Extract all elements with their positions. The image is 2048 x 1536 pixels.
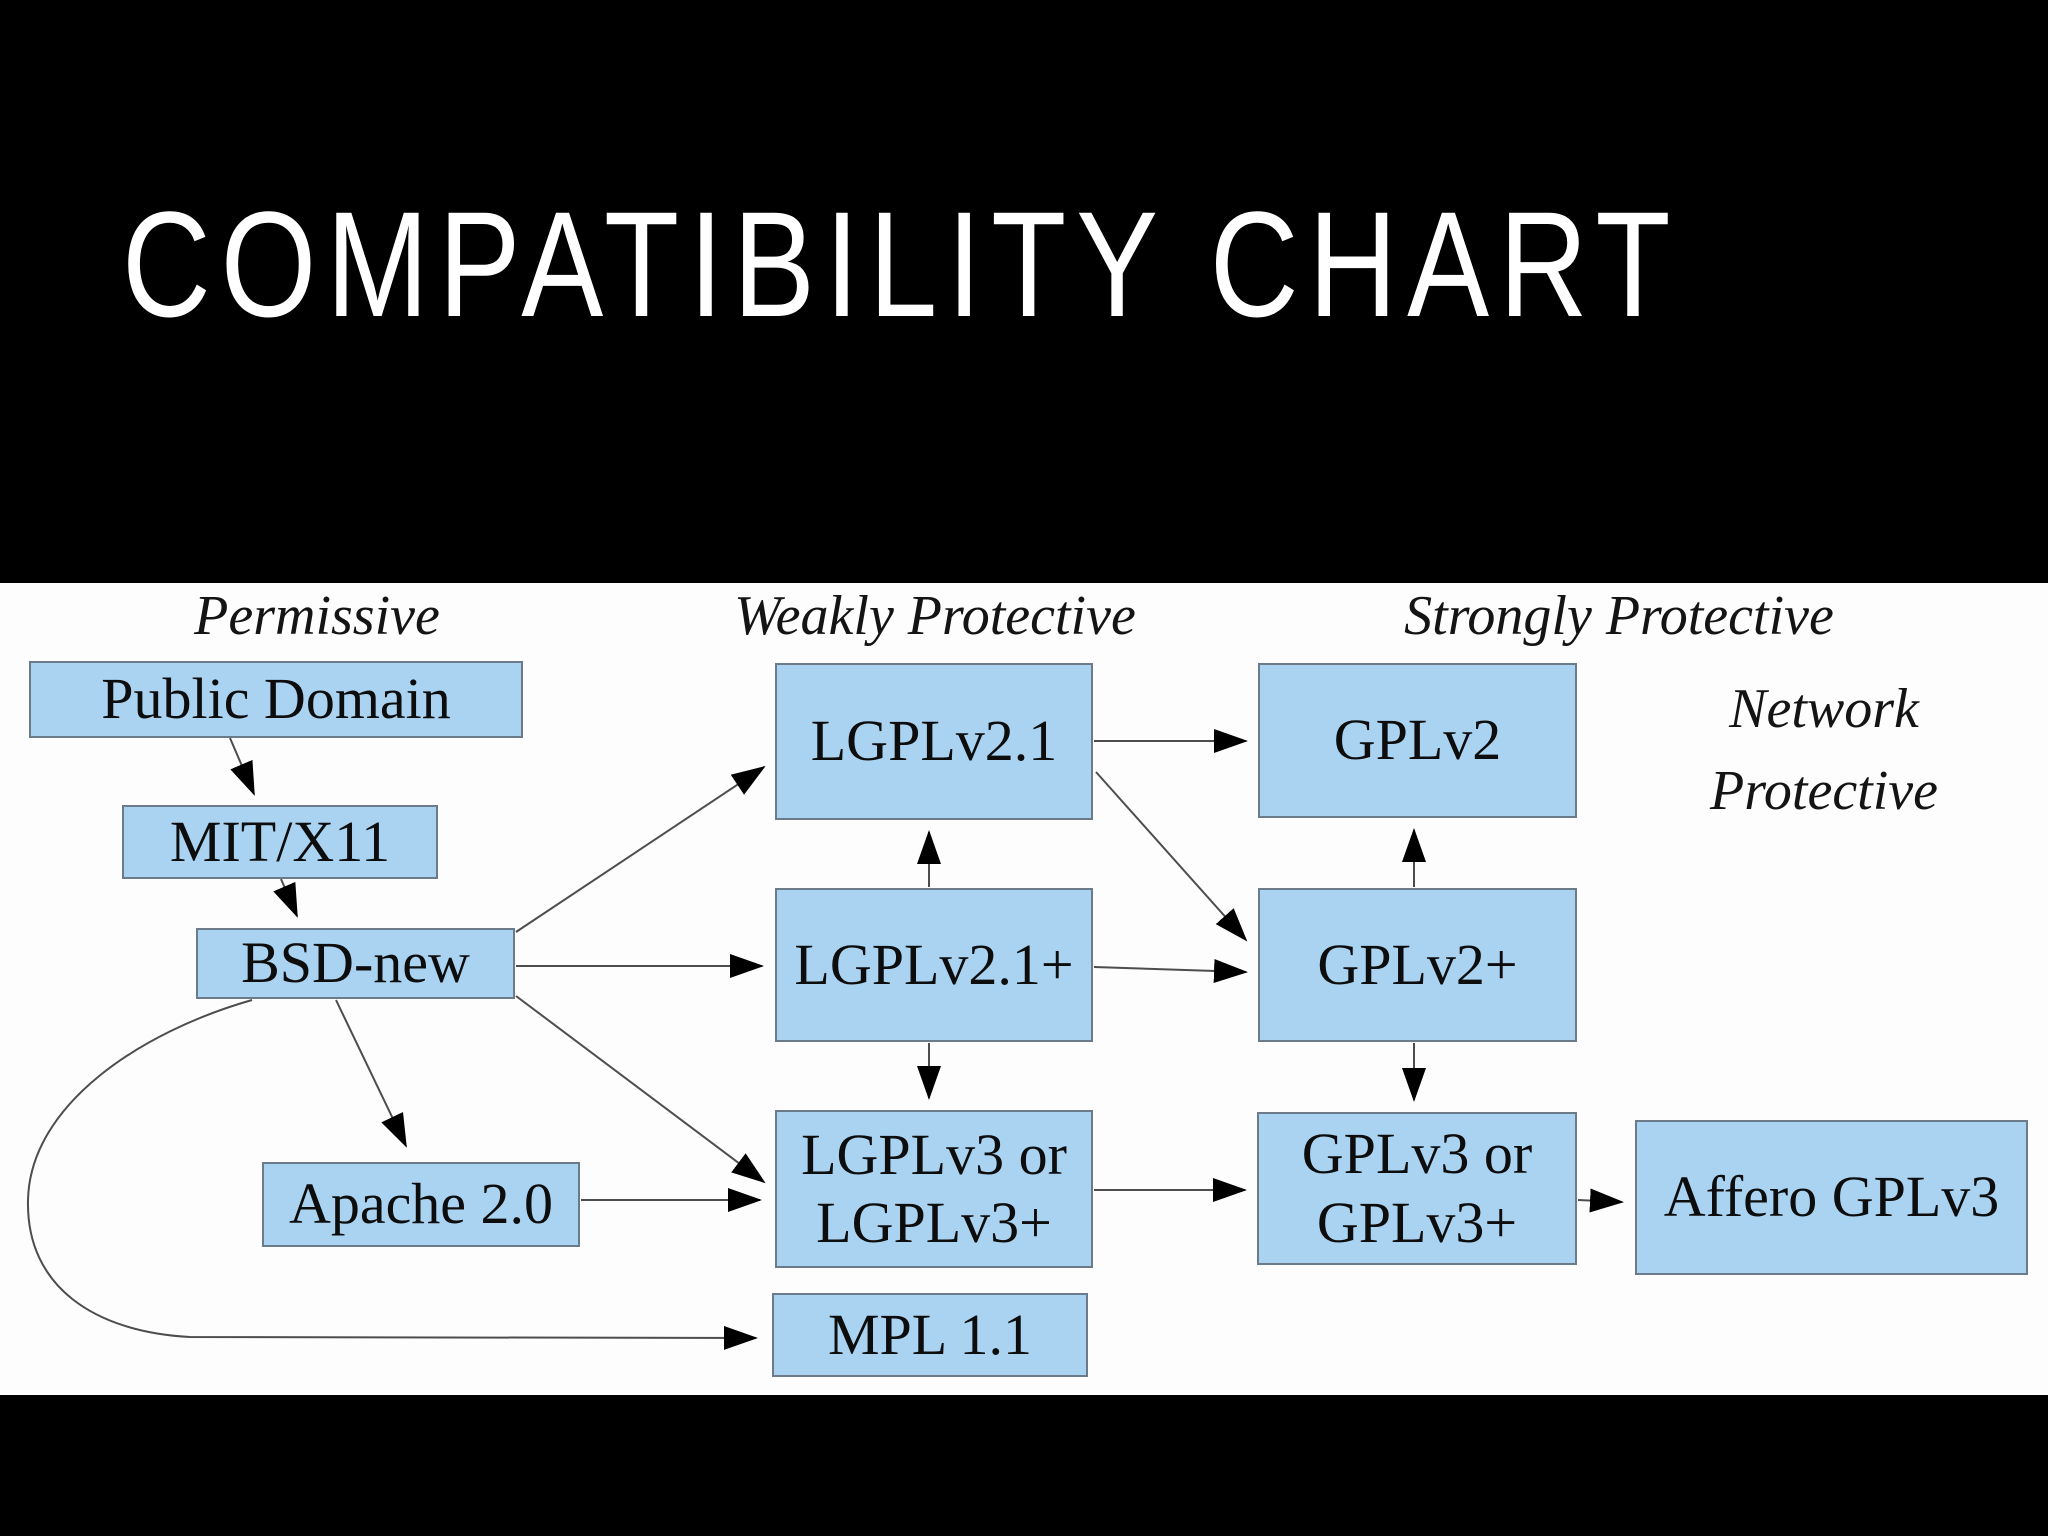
column-header-weakly-protective: Weakly Protective <box>734 585 1136 647</box>
node-lgplv2-1-plus: LGPLv2.1+ <box>775 888 1093 1042</box>
node-bsd-new: BSD-new <box>196 928 515 999</box>
network-protective-line2: Protective <box>1709 760 1939 822</box>
node-gplv3: GPLv3 or GPLv3+ <box>1257 1112 1577 1265</box>
node-apache-2-0: Apache 2.0 <box>262 1162 580 1247</box>
column-header-permissive: Permissive <box>194 585 440 647</box>
node-mit-x11: MIT/X11 <box>122 805 438 879</box>
edge-bsdnew-apache20 <box>335 999 407 1148</box>
edge-publicdomain-mitx11 <box>229 737 255 796</box>
edge-mitx11-bsdnew <box>273 878 298 918</box>
network-protective-line1: Network <box>1729 678 1919 740</box>
column-header-network-protective: Network Protective <box>1710 668 1938 832</box>
edge-lgplv21-gplv2plus <box>1095 771 1248 942</box>
node-lgplv3: LGPLv3 or LGPLv3+ <box>775 1110 1093 1268</box>
node-gplv2-plus: GPLv2+ <box>1258 888 1577 1042</box>
node-lgplv3-line2: LGPLv3+ <box>816 1190 1052 1255</box>
edge-lgplv21plus-gplv2plus <box>1093 958 1248 983</box>
node-mpl-1-1: MPL 1.1 <box>772 1293 1088 1377</box>
edge-bsdnew-lgplv3 <box>515 995 766 1184</box>
edge-bsdnew-lgplv21 <box>515 765 766 933</box>
node-lgplv3-line1: LGPLv3 or <box>801 1121 1067 1187</box>
edge-bsdnew-mpl11 <box>26 999 758 1350</box>
node-public-domain: Public Domain <box>29 661 523 738</box>
node-gplv3-line1: GPLv3 or <box>1301 1121 1533 1187</box>
node-affero-gplv3: Affero GPLv3 <box>1635 1120 2028 1275</box>
slide-title: COMPATIBILITY CHART <box>122 180 1681 348</box>
column-header-strongly-protective: Strongly Protective <box>1404 585 1834 647</box>
node-gplv3-line2: GPLv3+ <box>1316 1189 1518 1255</box>
edge-gplv3-afferogplv3 <box>1577 1188 1624 1213</box>
node-lgplv2-1: LGPLv2.1 <box>775 663 1093 820</box>
node-gplv2: GPLv2 <box>1258 663 1577 818</box>
